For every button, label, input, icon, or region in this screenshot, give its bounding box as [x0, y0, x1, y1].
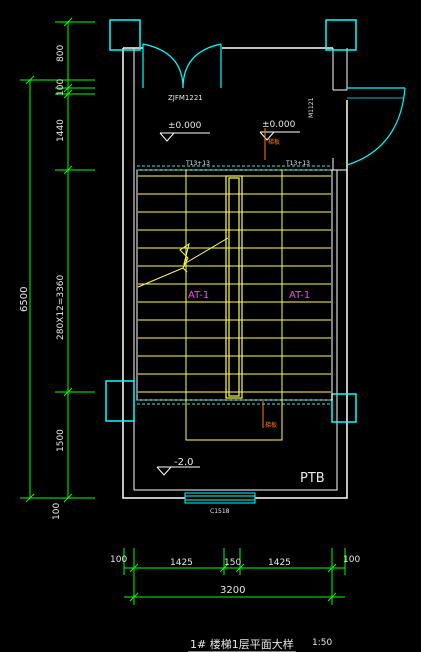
landing-edges	[137, 165, 332, 405]
stair-outline	[136, 169, 333, 401]
dim-1440: 1440	[56, 119, 66, 142]
column-top-left	[109, 19, 141, 51]
dim-h-3200: 3200	[220, 585, 246, 596]
elevation-markers	[156, 131, 300, 476]
dim-h-1425-left: 1425	[170, 558, 193, 568]
note-top: 梯板	[268, 139, 281, 146]
column-right-mid	[331, 393, 357, 423]
drawing-scale: 1:50	[312, 638, 333, 648]
rebar-label-right: T13+13	[286, 160, 310, 167]
dim-100-bottom: 100	[52, 502, 62, 520]
dim-100-top: 100	[56, 78, 66, 96]
vertical-dimensions	[20, 17, 95, 503]
horizontal-dimensions	[123, 548, 346, 605]
walking-lines	[185, 170, 283, 441]
rebar-label-left: T13+13	[186, 160, 210, 167]
ptb-label: PTB	[300, 471, 325, 486]
dim-h-100-left: 100	[110, 555, 128, 565]
bottom-window	[184, 492, 256, 504]
door-label-right: M1121	[308, 97, 315, 118]
columns	[105, 19, 357, 423]
note-leaders	[262, 128, 266, 428]
dim-h-100-right: 100	[343, 555, 361, 565]
elevation-bottom: -2.0	[174, 457, 194, 468]
elevation-left: ±0.000	[168, 121, 202, 131]
stair-well	[225, 175, 243, 399]
dim-1500: 1500	[56, 429, 66, 452]
stair-treads	[138, 175, 331, 393]
window-label: C1518	[210, 508, 230, 515]
dim-800: 800	[56, 44, 66, 62]
stair-label-left: AT-1	[188, 290, 210, 301]
door-label-left: ZJFM1221	[168, 94, 203, 102]
side-door	[346, 87, 406, 166]
dim-6500: 6500	[19, 286, 30, 312]
break-line	[137, 237, 229, 288]
drawing-title: 1# 楼梯1层平面大样	[190, 638, 294, 651]
column-top-right	[325, 19, 357, 51]
walls	[122, 47, 348, 499]
column-left-mid	[105, 380, 135, 422]
dim-h-1425-right: 1425	[268, 558, 291, 568]
note-bottom: 梯板	[265, 422, 278, 429]
double-door	[142, 43, 222, 89]
elevation-right: ±0.000	[262, 120, 296, 130]
dim-h-150: 150	[224, 558, 242, 568]
stair-label-right: AT-1	[289, 290, 311, 301]
dim-3360: 280X12=3360	[56, 274, 66, 340]
